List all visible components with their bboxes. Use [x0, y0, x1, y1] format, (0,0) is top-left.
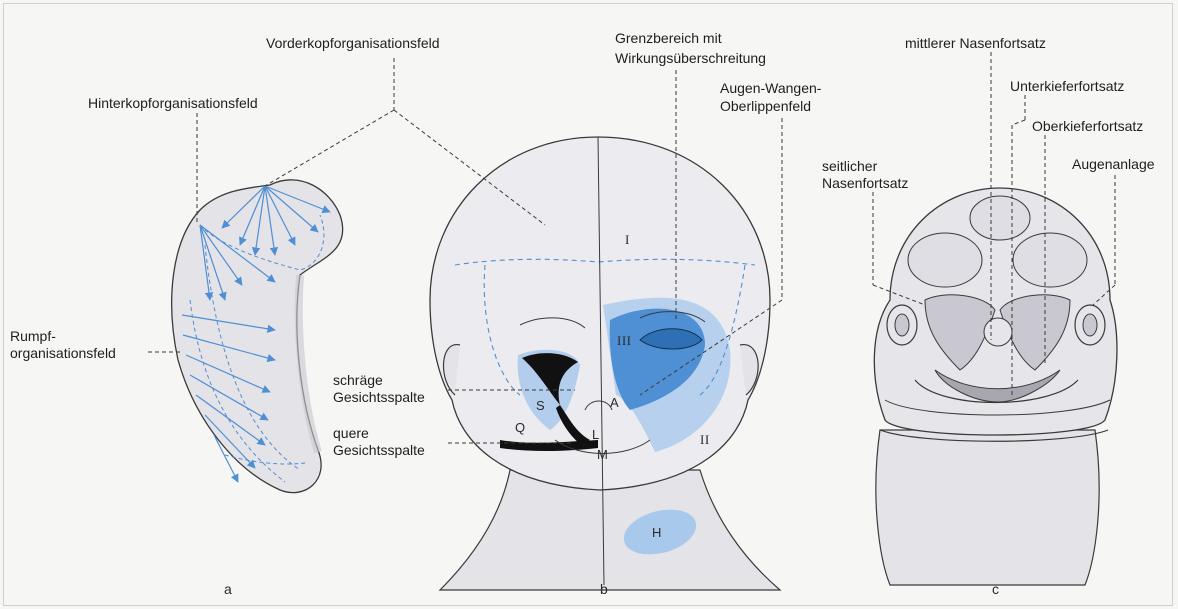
label-rumpf-line1: Rumpf-	[10, 328, 56, 345]
label-unterkieferfortsatz: Unterkieferfortsatz	[1010, 78, 1124, 95]
label-seitlicher-line2: Nasenfortsatz	[822, 175, 908, 192]
label-hinterkopforganisationsfeld: Hinterkopforganisationsfeld	[88, 95, 258, 112]
panel-b-face	[430, 137, 780, 590]
region-I: I	[625, 232, 630, 248]
label-schraege-line2: Gesichtsspalte	[333, 389, 425, 406]
region-S: S	[536, 398, 545, 413]
label-grenzbereich-line1: Grenzbereich mit	[615, 30, 722, 47]
region-A: A	[610, 395, 619, 410]
label-augenanlage: Augenanlage	[1072, 156, 1155, 173]
panel-a-embryo	[172, 180, 343, 493]
panel-label-a: a	[224, 581, 232, 597]
label-oberkieferfortsatz: Oberkieferfortsatz	[1032, 118, 1143, 135]
label-vorderkopforganisationsfeld: Vorderkopforganisationsfeld	[266, 35, 440, 52]
label-rumpf-line2: organisationsfeld	[10, 345, 116, 362]
panel-label-b: b	[600, 581, 608, 597]
label-seitlicher-line1: seitlicher	[822, 158, 877, 175]
panel-c-embryo-face	[874, 188, 1117, 585]
label-augen-wangen-line2: Oberlippenfeld	[720, 98, 811, 115]
label-quere-line2: Gesichtsspalte	[333, 442, 425, 459]
region-L: L	[592, 427, 599, 442]
region-III: III	[617, 333, 632, 349]
region-II: II	[700, 432, 710, 448]
label-grenzbereich-line2: Wirkungsüberschreitung	[615, 50, 766, 67]
region-Q: Q	[515, 420, 525, 435]
label-quere-line1: quere	[333, 425, 369, 442]
region-M: M	[597, 447, 608, 462]
panel-label-c: c	[992, 581, 999, 597]
label-mittlerer-nasenfortsatz: mittlerer Nasenfortsatz	[905, 35, 1046, 52]
label-schraege-line1: schräge	[333, 372, 383, 389]
label-augen-wangen-line1: Augen-Wangen-	[720, 80, 821, 97]
region-H: H	[652, 525, 661, 540]
